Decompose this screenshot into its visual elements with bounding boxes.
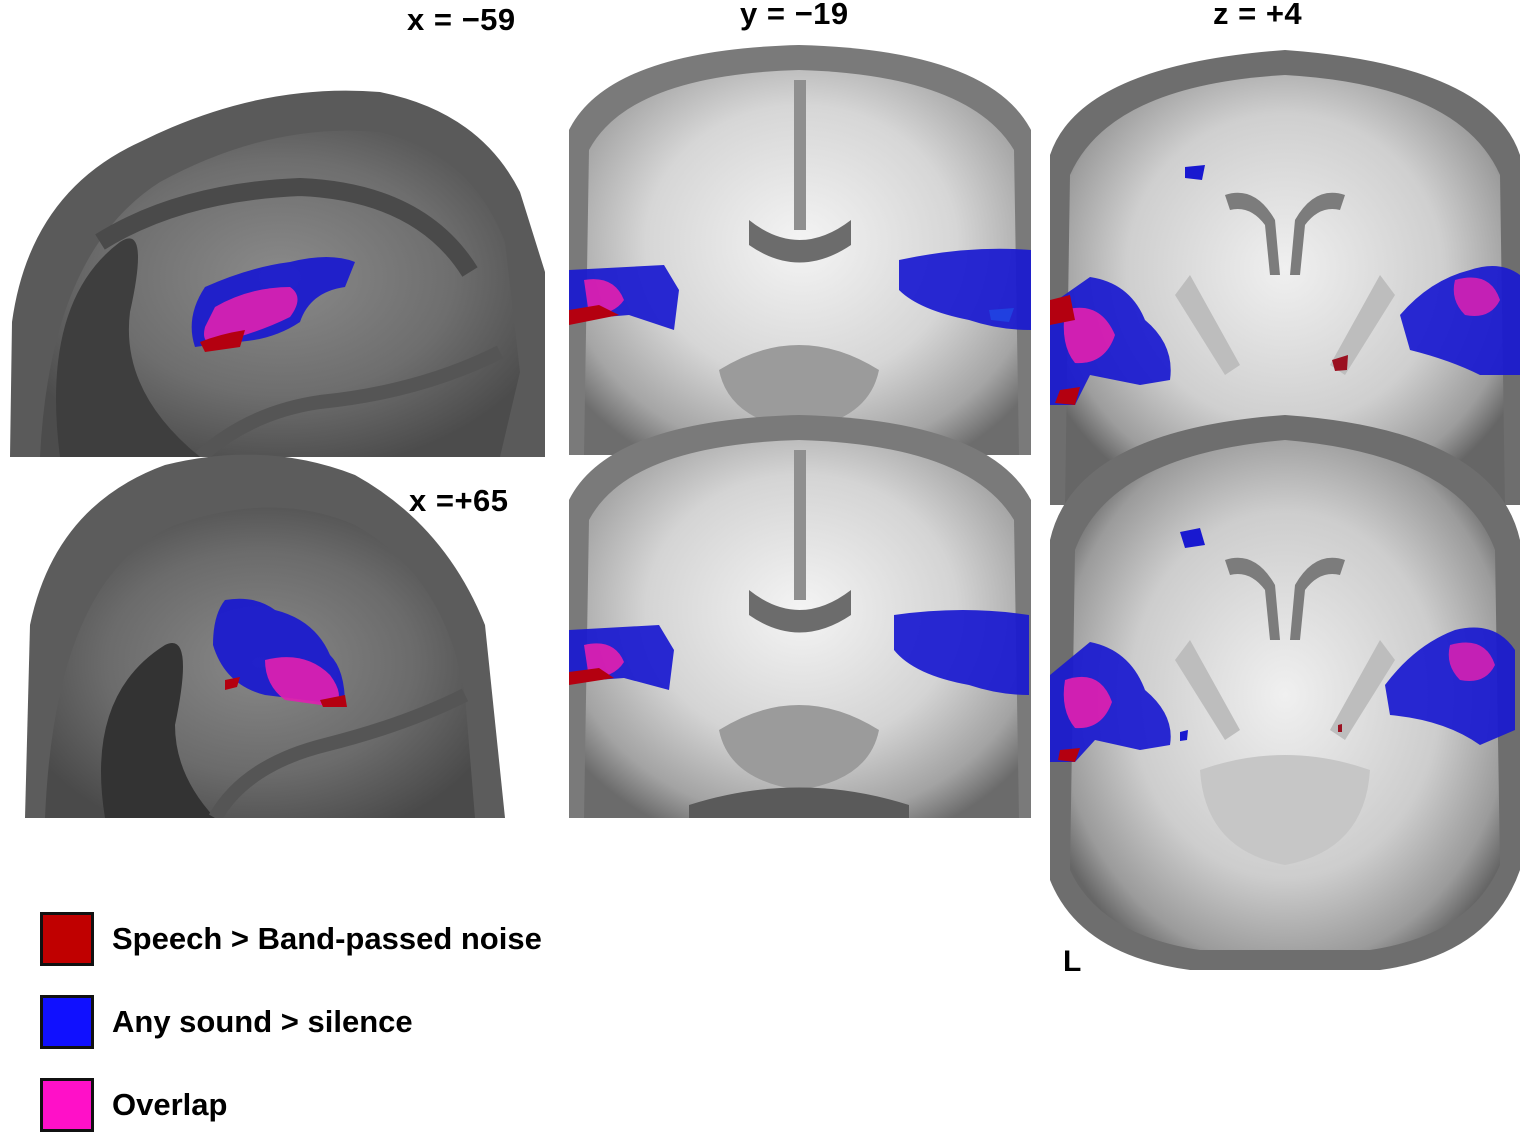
sagittal-slice-left-hemisphere: [0, 72, 545, 457]
hemisphere-label: L: [1063, 945, 1082, 978]
legend-label-overlap: Overlap: [112, 1087, 228, 1122]
speech-swatch: [40, 912, 94, 966]
axial-slice-bottom: [1050, 410, 1520, 972]
legend-item-sound: Any sound > silence: [40, 995, 413, 1049]
legend-item-speech: Speech > Band-passed noise: [40, 912, 542, 966]
axial-coordinate-label: z = +4: [1213, 0, 1303, 31]
legend-label-speech: Speech > Band-passed noise: [112, 921, 542, 956]
overlap-swatch: [40, 1078, 94, 1132]
sound-swatch: [40, 995, 94, 1049]
coronal-slice-top: [569, 40, 1031, 455]
coronal-slice-bottom: [569, 410, 1031, 818]
legend-item-overlap: Overlap: [40, 1078, 227, 1132]
sagittal-left-coordinate-label: x = −59: [407, 2, 516, 37]
coronal-coordinate-label: y = −19: [740, 0, 849, 31]
legend-label-sound: Any sound > silence: [112, 1004, 413, 1039]
axial-slice-top: [1050, 45, 1520, 505]
sagittal-right-coordinate-label: x =+65: [409, 483, 509, 518]
sagittal-slice-right-hemisphere: [25, 445, 505, 818]
